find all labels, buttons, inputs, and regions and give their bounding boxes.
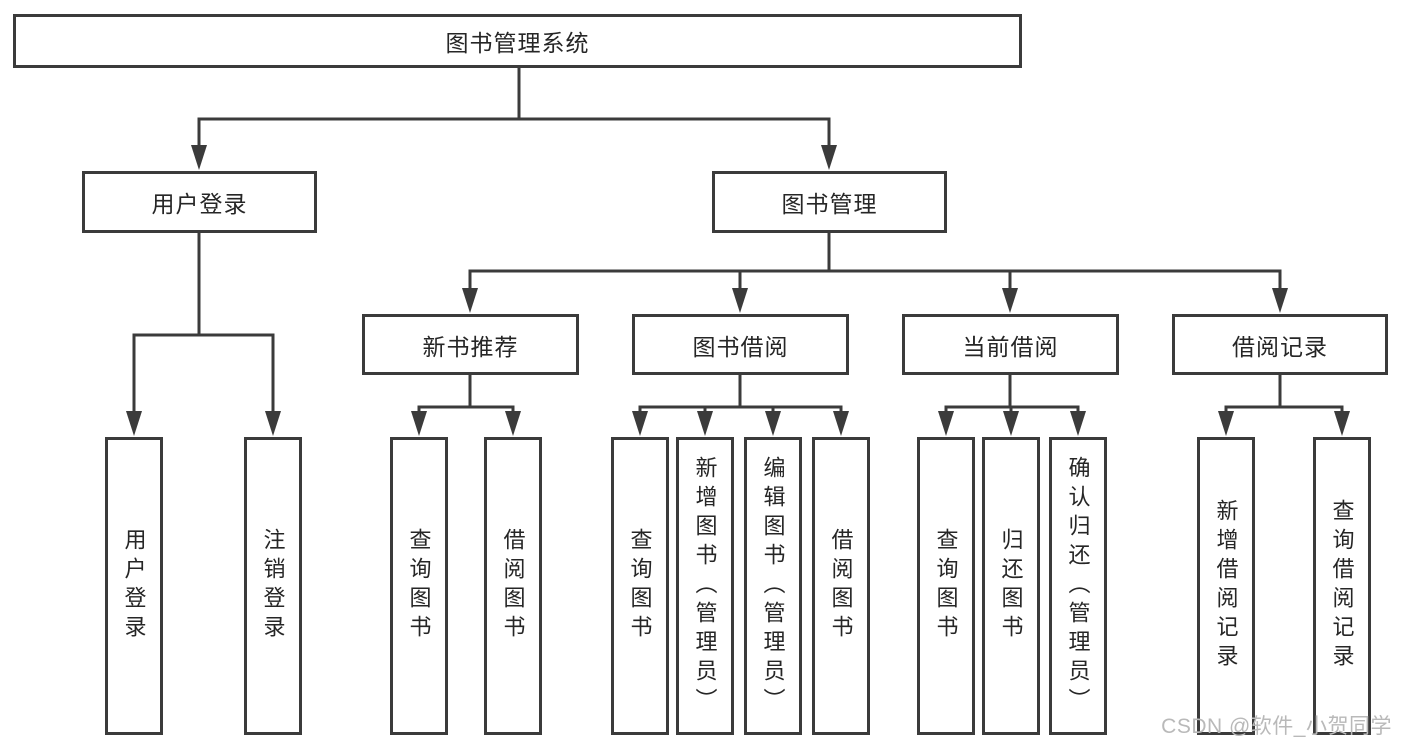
arrowhead-leaf-edit-book — [765, 411, 781, 436]
connector-bookborrow-branch — [638, 405, 843, 423]
leaf-edit-book-admin: 编辑图书（管理员） — [744, 437, 802, 735]
node-root: 图书管理系统 — [13, 14, 1022, 68]
arrowhead-leaf-user-login — [126, 411, 142, 436]
arrowhead-user-login — [191, 145, 207, 170]
connector-newbookrec-branch — [417, 405, 515, 423]
node-new-book-recommend-label: 新书推荐 — [422, 333, 519, 360]
arrowhead-book-management — [821, 145, 837, 170]
leaf-label: 确认归还（管理员） — [1065, 455, 1091, 717]
leaf-query-borrow-record: 查询借阅记录 — [1313, 437, 1371, 735]
node-user-login: 用户登录 — [82, 171, 317, 233]
leaf-label: 借阅图书 — [828, 528, 854, 644]
leaf-label: 查询借阅记录 — [1329, 499, 1355, 673]
leaf-add-book-admin: 新增图书（管理员） — [676, 437, 734, 735]
connector-userlogin-branch — [132, 333, 275, 423]
arrowhead-borrow-records — [1272, 288, 1288, 313]
node-current-borrow: 当前借阅 — [902, 314, 1119, 375]
leaf-label: 用户登录 — [121, 528, 147, 644]
connector-borrowrecords-branch — [1224, 405, 1344, 423]
node-book-management-label: 图书管理 — [781, 191, 878, 217]
connector-level3-branch — [468, 269, 1282, 300]
leaf-label: 新增图书（管理员） — [692, 455, 718, 717]
leaf-return-book: 归还图书 — [982, 437, 1040, 735]
leaf-query-books-current: 查询图书 — [917, 437, 975, 735]
leaf-label: 注销登录 — [260, 528, 286, 644]
leaf-query-books-borrow: 查询图书 — [611, 437, 669, 735]
arrowhead-leaf-borrow-rec — [505, 411, 521, 436]
leaf-label: 借阅图书 — [500, 528, 526, 644]
arrowhead-current-borrow — [1002, 288, 1018, 313]
node-book-borrow: 图书借阅 — [632, 314, 849, 375]
node-book-borrow-label: 图书借阅 — [692, 333, 789, 360]
arrowhead-leaf-return-book — [1003, 411, 1019, 436]
leaf-label: 查询图书 — [627, 528, 653, 644]
arrowhead-leaf-confirm-return — [1070, 411, 1086, 436]
arrowhead-leaf-query-rec — [411, 411, 427, 436]
arrowhead-leaf-add-record — [1218, 411, 1234, 436]
node-book-management: 图书管理 — [712, 171, 947, 233]
arrowhead-book-borrow — [732, 288, 748, 313]
leaf-label: 查询图书 — [933, 528, 959, 644]
leaf-borrow-books-recommend: 借阅图书 — [484, 437, 542, 735]
arrowhead-leaf-query-record — [1334, 411, 1350, 436]
leaf-add-borrow-record: 新增借阅记录 — [1197, 437, 1255, 735]
arrowhead-leaf-logout — [265, 411, 281, 436]
leaf-label: 编辑图书（管理员） — [760, 455, 786, 717]
csdn-watermark: CSDN @软件_小贺同学 — [1161, 715, 1392, 738]
node-borrow-records: 借阅记录 — [1172, 314, 1388, 375]
arrowhead-leaf-add-book — [697, 411, 713, 436]
node-user-login-label: 用户登录 — [151, 191, 248, 217]
node-root-label: 图书管理系统 — [445, 30, 590, 56]
leaf-confirm-return-admin: 确认归还（管理员） — [1049, 437, 1107, 735]
connector-level2-branch — [197, 117, 831, 157]
arrowhead-leaf-query-borrow — [632, 411, 648, 436]
leaf-label: 归还图书 — [998, 528, 1024, 644]
leaf-borrow-books-borrow: 借阅图书 — [812, 437, 870, 735]
connector-arrowheads — [126, 145, 1350, 436]
leaf-label: 新增借阅记录 — [1213, 499, 1239, 673]
arrowhead-new-book-recommend — [462, 288, 478, 313]
leaf-query-books-recommend: 查询图书 — [390, 437, 448, 735]
node-current-borrow-label: 当前借阅 — [962, 333, 1059, 360]
leaf-label: 查询图书 — [406, 528, 432, 644]
leaf-user-login: 用户登录 — [105, 437, 163, 735]
arrowhead-leaf-borrow-book — [833, 411, 849, 436]
leaf-logout: 注销登录 — [244, 437, 302, 735]
arrowhead-leaf-query-current — [938, 411, 954, 436]
node-new-book-recommend: 新书推荐 — [362, 314, 579, 375]
node-borrow-records-label: 借阅记录 — [1232, 333, 1328, 360]
